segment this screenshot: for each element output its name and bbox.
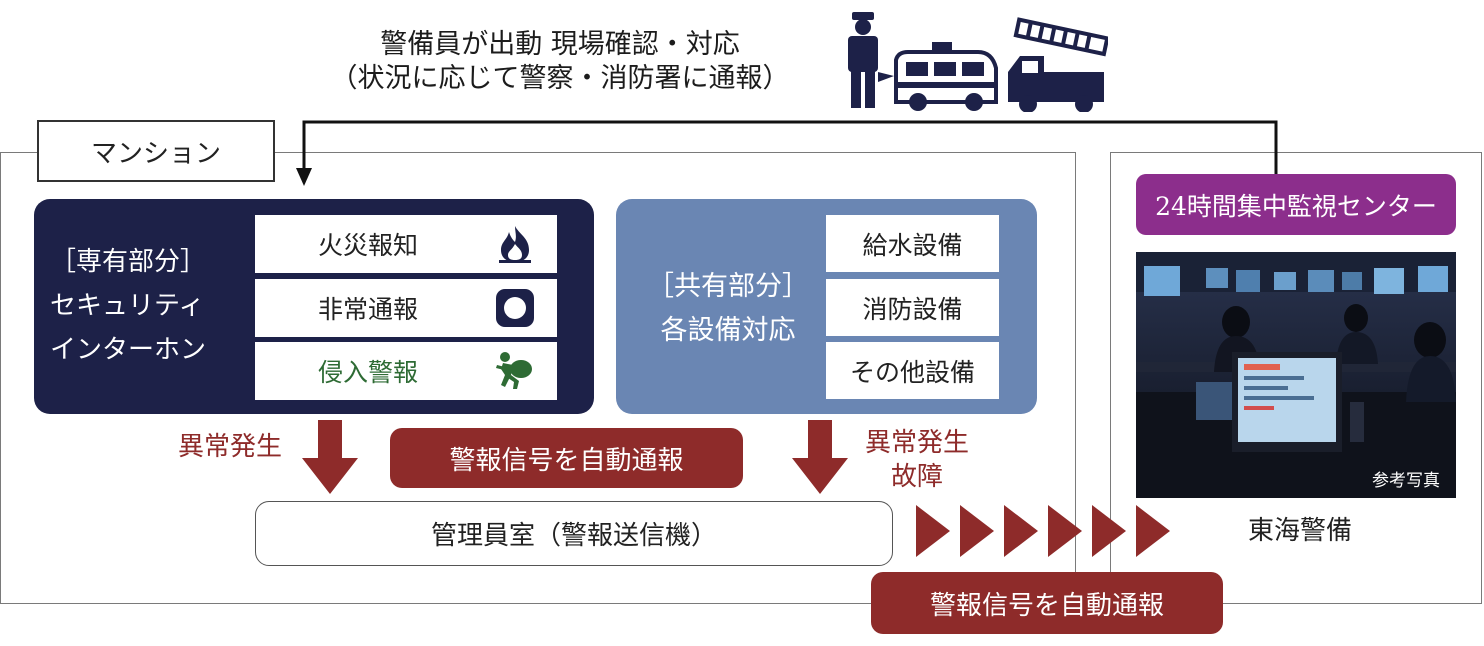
shared-area-title: ［共有部分］ 各設備対応	[628, 265, 828, 353]
auto-notify-badge-inner: 警報信号を自動通報	[390, 428, 743, 488]
transmission-arrow-icon	[916, 505, 950, 557]
company-name: 東海警備	[1247, 516, 1352, 546]
private-item-fire-alarm: 火災報知	[255, 215, 557, 273]
guard-icon	[848, 12, 894, 108]
private-item-label: 火災報知	[317, 231, 418, 260]
transmission-arrow-icon	[1004, 505, 1038, 557]
patrol-car-icon	[894, 42, 998, 111]
transmission-arrows	[916, 505, 1170, 557]
down-arrow-right-icon	[792, 420, 848, 494]
private-item-intrusion-alarm: 侵入警報	[255, 342, 557, 400]
private-item-emergency-call: 非常通報	[255, 279, 557, 337]
private-area-title-line-2: セキュリティ	[50, 291, 205, 321]
right-trigger-label: 異常発生 故障	[862, 426, 972, 494]
shared-item-water-supply: 給水設備	[826, 215, 999, 272]
dispatch-description: 警備員が出動 現場確認・対応 （状況に応じて警察・消防署に通報）	[300, 28, 820, 96]
right-trigger-line-1: 異常発生	[864, 428, 969, 458]
shared-area-title-line-2: 各設備対応	[660, 315, 796, 346]
private-area-title-line-1: ［専有部分］	[50, 247, 207, 277]
mansion-frame	[0, 152, 1076, 604]
dispatch-line-2: （状況に応じて警察・消防署に通報）	[330, 63, 790, 94]
emergency-button-icon	[496, 289, 534, 327]
auto-notify-badge-outer: 警報信号を自動通報	[871, 572, 1223, 634]
down-arrow-left-icon	[302, 420, 358, 494]
private-area-title: ［専有部分］ セキュリティ インターホン	[50, 240, 250, 372]
transmission-arrow-icon	[1048, 505, 1082, 557]
shared-item-fire-equipment: 消防設備	[826, 279, 999, 336]
intruder-icon	[496, 352, 532, 389]
control-room-box: 管理員室（警報送信機）	[255, 501, 893, 566]
mansion-label: マンション	[37, 120, 275, 182]
private-item-label: 非常通報	[317, 295, 418, 324]
left-trigger-label: 異常発生	[178, 432, 283, 462]
shared-item-other-equipment: その他設備	[826, 342, 999, 399]
monitoring-center-photo	[1136, 252, 1456, 498]
monitoring-center-frame	[1110, 152, 1482, 604]
dispatch-line-1: 警備員が出動 現場確認・対応	[380, 29, 740, 60]
transmission-arrow-icon	[960, 505, 994, 557]
dispatch-icons	[848, 12, 1108, 112]
private-item-label: 侵入警報	[317, 358, 418, 387]
ladder-truck-icon	[1008, 17, 1108, 112]
transmission-arrow-icon	[1092, 505, 1126, 557]
photo-caption: 参考写真	[1372, 471, 1440, 491]
right-trigger-line-2: 故障	[890, 462, 943, 492]
transmission-arrow-icon	[1136, 505, 1170, 557]
monitoring-center-label: 24時間集中監視センター	[1136, 174, 1456, 235]
shared-area-title-line-1: ［共有部分］	[647, 271, 809, 302]
private-area-title-line-3: インターホン	[50, 335, 207, 365]
fire-icon	[499, 226, 531, 263]
